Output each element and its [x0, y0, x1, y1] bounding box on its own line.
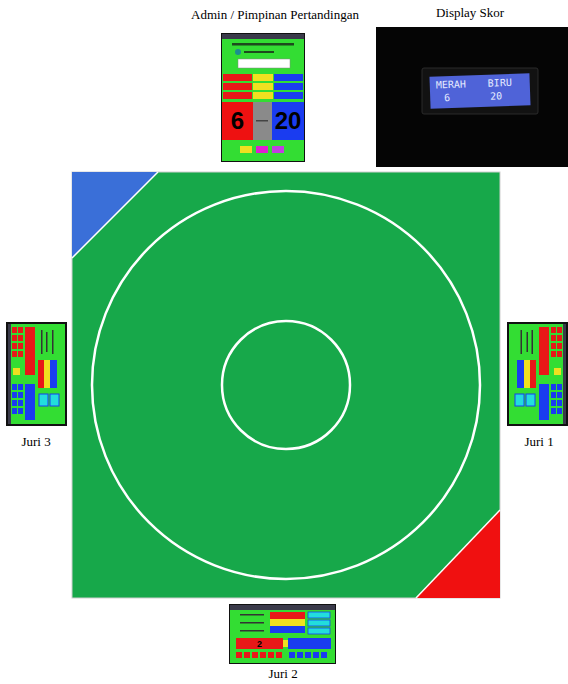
lcd-screen: MERAH BIRU 6 20: [429, 73, 530, 108]
score-value: 6: [231, 108, 244, 134]
judge-label: Juri 3: [21, 434, 50, 450]
device-heading: Display Skor: [436, 5, 504, 21]
lcd-score: 6: [444, 92, 450, 104]
lcd-label: BIRU: [488, 77, 512, 90]
score-value: 20: [275, 108, 302, 134]
judge-label: Juri 1: [524, 434, 553, 450]
judge-phone: Juri 22: [229, 604, 336, 664]
red-score-box: 6: [222, 102, 253, 140]
lcd-score: 20: [490, 90, 502, 102]
device-heading: Admin / Pimpinan Pertandingan: [191, 7, 359, 23]
judge-score-box: 2: [236, 638, 283, 649]
judge-phone: Juri 1: [507, 322, 568, 426]
judge-label: Juri 2: [268, 666, 297, 682]
lcd-label: MERAH: [436, 78, 467, 91]
admin-phone: Admin / Pimpinan Pertandingan620: [221, 33, 305, 162]
judge-phone: Juri 3: [6, 322, 67, 426]
blue-score-box: 20: [272, 102, 304, 140]
score-display: Display SkorMERAHBIRU620: [376, 27, 568, 167]
score-value: 2: [257, 639, 262, 649]
